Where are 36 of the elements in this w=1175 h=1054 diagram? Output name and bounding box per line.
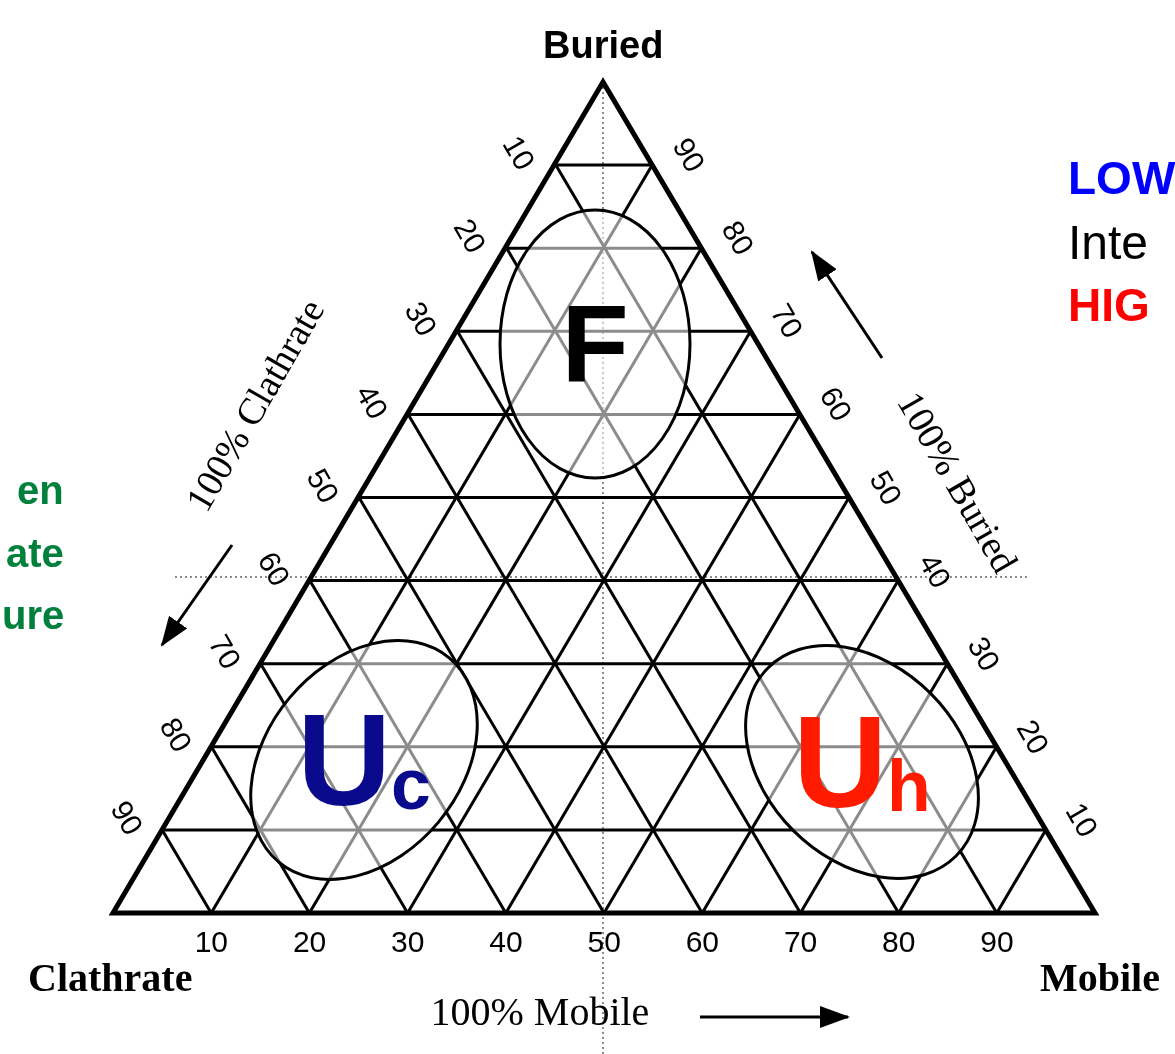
tick-label: 20 bbox=[1011, 714, 1055, 759]
region-label: F bbox=[561, 289, 629, 399]
tick-label: 90 bbox=[104, 795, 148, 840]
legend-text: LOW bbox=[1068, 155, 1175, 201]
tick-label: 60 bbox=[814, 382, 858, 427]
tick-label: 60 bbox=[685, 927, 720, 957]
tick-label: 20 bbox=[292, 927, 327, 957]
tick-label: 10 bbox=[496, 131, 540, 176]
tick-label: 70 bbox=[783, 927, 818, 957]
tick-label: 90 bbox=[667, 133, 710, 178]
side-text: en bbox=[17, 470, 64, 510]
tick-label: 20 bbox=[447, 214, 491, 259]
vertex-label: Mobile bbox=[1040, 958, 1160, 998]
legend-text: HIG bbox=[1068, 282, 1150, 328]
tick-label: 80 bbox=[153, 712, 197, 757]
tick-label: 10 bbox=[1060, 797, 1104, 842]
tick-label: 50 bbox=[587, 927, 621, 957]
tick-label: 80 bbox=[882, 927, 916, 957]
side-text: ate bbox=[6, 533, 64, 573]
vertex-label: Buried bbox=[543, 26, 664, 64]
tick-label: 10 bbox=[194, 927, 229, 957]
tick-label: 60 bbox=[251, 546, 295, 591]
tick-label: 30 bbox=[962, 631, 1005, 676]
tick-label: 80 bbox=[716, 216, 759, 261]
tick-label: 40 bbox=[349, 380, 393, 425]
tick-label: 50 bbox=[300, 463, 344, 508]
tick-label: 40 bbox=[489, 927, 523, 957]
legend-text: Inte bbox=[1068, 219, 1149, 267]
tick-label: 30 bbox=[398, 297, 442, 342]
side-text: ure bbox=[2, 595, 65, 635]
tick-label: 30 bbox=[391, 927, 425, 957]
tick-label: 70 bbox=[202, 629, 246, 674]
tick-label: 90 bbox=[980, 927, 1014, 957]
tick-label: 70 bbox=[765, 299, 809, 344]
vertex-label: Clathrate bbox=[28, 958, 193, 998]
axis-title: 100% Mobile bbox=[430, 992, 650, 1032]
